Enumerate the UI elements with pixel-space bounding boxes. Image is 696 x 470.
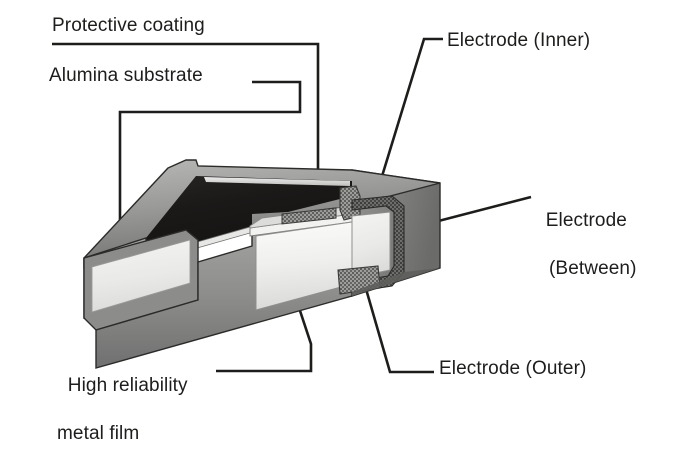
leader-protective-coating: [52, 42, 320, 178]
electrode-outer-panel: [351, 211, 391, 279]
leader-electrode-inner: [366, 37, 443, 223]
chip-resistor-diagram: [52, 37, 532, 374]
left-end-cap-panel: [91, 239, 191, 313]
label-electrode-between-line2: (Between): [549, 258, 637, 279]
protective-coating-highlight: [204, 177, 350, 186]
leader-alumina-substrate: [118, 80, 302, 287]
label-electrode-between: Electrode (Between): [535, 185, 637, 305]
label-electrode-outer: Electrode (Outer): [439, 358, 587, 379]
body-bottom-shadow: [352, 268, 440, 296]
electrode-inner-strip: [281, 207, 337, 225]
protective-coating-face: [146, 176, 352, 248]
label-electrode-inner: Electrode (Inner): [447, 30, 591, 51]
leader-lines: [52, 37, 532, 374]
label-metal-film: High reliability metal film: [57, 350, 188, 470]
resistor-body: [83, 159, 441, 369]
label-protective-coating: Protective coating: [52, 15, 205, 36]
label-metal-film-line2: metal film: [57, 423, 140, 444]
label-electrode-between-line1: Electrode: [545, 210, 627, 231]
label-metal-film-line1: High reliability: [67, 375, 188, 396]
label-alumina-substrate: Alumina substrate: [49, 65, 203, 86]
leader-electrode-outer: [362, 281, 434, 374]
